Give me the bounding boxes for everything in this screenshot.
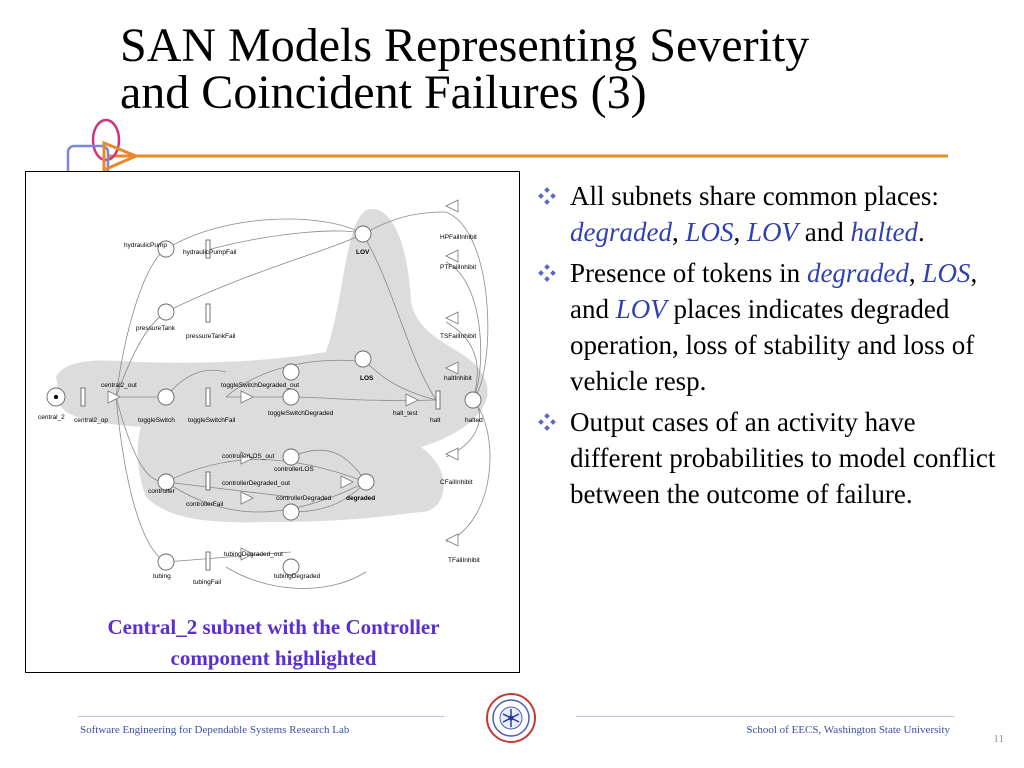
label-toggleSwitchDegraded: toggleSwitchDegraded <box>268 410 334 417</box>
diamond-bullet-icon <box>538 264 556 282</box>
bullet-1-text-a: All subnets share common places: <box>570 181 939 211</box>
label-tubing: tubing <box>153 573 171 580</box>
san-model-diagram: hydraulicPump hydraulicPumpFail LOV HPFa… <box>38 199 491 589</box>
term-LOV: LOV <box>747 217 799 247</box>
place-controller <box>157 473 175 491</box>
place-toggleSwitchDegraded <box>282 388 300 406</box>
bullet-2-text-b: , and <box>570 258 978 324</box>
figure-panel: hydraulicPump hydraulicPumpFail LOV HPFa… <box>25 171 520 673</box>
label-toggleSwitchDegradedOut: toggleSwitchDegraded_out <box>221 382 299 389</box>
bullet-list: All subnets share common places: degrade… <box>536 178 1006 517</box>
lab-logo <box>486 693 536 743</box>
label-hydraulicPump: hydraulicPump <box>124 242 167 249</box>
label-central2Out: central2_out <box>101 382 137 389</box>
bullet-1-text-c: . <box>918 217 925 247</box>
label-controllerDegradedOut: controllerDegraded_out <box>222 480 290 487</box>
label-PTFailInhibit: PTFailInhibit <box>440 264 476 271</box>
label-pressureTankFail: pressureTankFail <box>186 333 236 340</box>
place-pressureTank <box>157 303 175 321</box>
bullet-2-sep1: , <box>908 258 923 288</box>
page-number: 11 <box>993 733 1004 745</box>
slide-title: SAN Models Representing Severity and Coi… <box>120 19 1000 119</box>
place-tubing <box>157 553 175 571</box>
place-degraded <box>357 473 375 491</box>
footer-rule-left <box>78 716 444 717</box>
bullet-item-2: Presence of tokens in degraded, LOS, and… <box>536 255 1006 399</box>
place-LOS <box>354 350 372 368</box>
term-halted: halted <box>850 217 919 247</box>
label-TSFailInhibit: TSFailInhibit <box>440 333 476 340</box>
bullet-item-3: Output cases of an activity have differe… <box>536 404 1006 512</box>
title-ornament <box>66 118 948 186</box>
place-LOV <box>354 225 372 243</box>
bullet-1-sep1: , <box>671 217 686 247</box>
footer-rule-right <box>576 716 954 717</box>
highlight-region <box>56 208 488 523</box>
term-LOV: LOV <box>615 294 667 324</box>
label-controllerLOS: controllerLOS <box>274 466 314 473</box>
diamond-bullet-icon <box>538 413 556 431</box>
label-CFailInhibit: CFailInhibit <box>440 479 473 486</box>
bullet-3-text: Output cases of an activity have differe… <box>570 407 996 509</box>
place-tubingDegraded <box>282 558 300 576</box>
footer-lab-name: Software Engineering for Dependable Syst… <box>80 724 350 736</box>
place-toggleSwitch <box>157 388 175 406</box>
label-controllerDegraded: controllerDegraded <box>276 495 332 502</box>
label-tubingDegradedOut: tubingDegraded_out <box>224 551 283 558</box>
token-dot <box>54 395 58 399</box>
place-halted <box>464 391 482 409</box>
term-LOS: LOS <box>685 217 734 247</box>
label-tubingFail: tubingFail <box>193 579 222 586</box>
label-controllerLOSOut: controllerLOS_out <box>222 453 275 460</box>
label-LOV: LOV <box>356 249 370 256</box>
label-TFailInhibit: TFailInhibit <box>448 557 480 564</box>
place-hydraulicPump <box>157 240 175 258</box>
place-toggleSwitchDegraded-a <box>282 363 300 381</box>
bullet-2-text-c: places indicates degraded operation, los… <box>570 294 975 396</box>
label-toggleSwitch: toggleSwitch <box>138 417 175 424</box>
slide-title-line2: and Coincident Failures (3) <box>120 66 647 119</box>
label-degraded: degraded <box>346 495 375 502</box>
label-LOS: LOS <box>360 375 374 382</box>
activities <box>80 239 441 571</box>
label-central2: central_2 <box>38 414 65 421</box>
places <box>46 225 482 576</box>
label-hydraulicPumpFail: hydraulicPumpFail <box>183 249 237 256</box>
label-pressureTank: pressureTank <box>136 325 176 332</box>
label-central2Op: central2_op <box>74 417 108 424</box>
place-controllerLOS <box>282 448 300 466</box>
bullet-item-1: All subnets share common places: degrade… <box>536 178 1006 250</box>
bullet-2-text-a: Presence of tokens in <box>570 258 807 288</box>
orange-triangle-ornament <box>102 140 140 173</box>
label-halt: halt <box>430 417 441 424</box>
bullet-1-sep2: , <box>733 217 747 247</box>
figure-caption-line1: Central_2 subnet with the Controller <box>107 615 440 639</box>
gates <box>107 199 459 561</box>
term-LOS: LOS <box>922 258 971 288</box>
label-controller: controller <box>148 488 176 495</box>
label-haltInhibit: haltInhibit <box>444 375 472 382</box>
term-degraded: degraded <box>570 217 672 247</box>
label-controllerFail: controllerFail <box>186 501 224 508</box>
magenta-circle-ornament <box>91 118 121 162</box>
label-halted: halted <box>465 417 483 424</box>
bullet-1-text-b: and <box>798 217 851 247</box>
label-toggleSwitchFail: toggleSwitchFail <box>188 417 236 424</box>
footer-school-name: School of EECS, Washington State Univers… <box>746 724 950 736</box>
label-HPFailInhibit: HPFailInhibit <box>440 234 477 241</box>
label-tubingDegraded: tubingDegraded <box>274 573 321 580</box>
label-haltTest: halt_test <box>393 410 418 417</box>
diamond-bullet-icon <box>538 187 556 205</box>
term-degraded: degraded <box>806 258 909 288</box>
figure-caption: Central_2 subnet with the Controller com… <box>26 612 519 672</box>
place-controllerDegraded <box>282 503 300 521</box>
figure-caption-line2: component highlighted <box>170 646 377 670</box>
slide-title-line1: SAN Models Representing Severity <box>120 19 810 72</box>
